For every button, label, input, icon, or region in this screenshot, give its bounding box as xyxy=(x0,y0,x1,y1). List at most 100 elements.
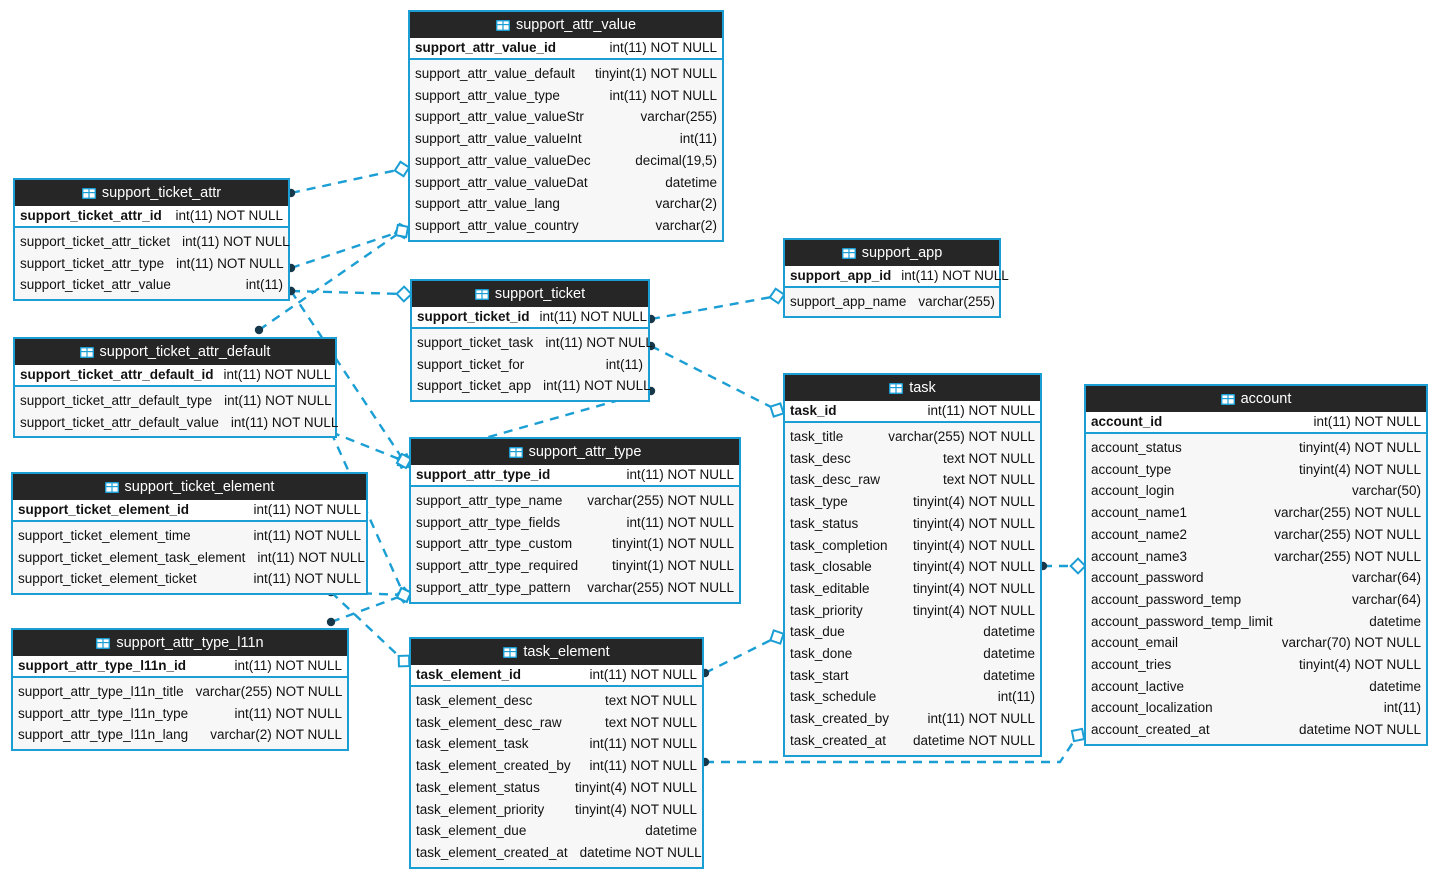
field-name: account_created_at xyxy=(1091,722,1210,738)
table-icon xyxy=(1220,393,1235,405)
table-icon xyxy=(889,382,904,394)
relation-support_ticket_attr-to-support_attr_value xyxy=(286,222,411,273)
field-type: int(11) NOT NULL xyxy=(224,393,332,408)
field-name: support_app_name xyxy=(790,294,907,309)
field-name: task_status xyxy=(790,515,859,531)
field-name: task_element_created_at xyxy=(416,844,568,860)
field-type: tinyint(4) NOT NULL xyxy=(574,801,697,817)
field-type: varchar(255) xyxy=(640,109,717,125)
field-type: int(11) xyxy=(679,131,717,147)
field-type: tinyint(4) NOT NULL xyxy=(912,537,1035,553)
field-name: support_ticket_for xyxy=(417,356,525,372)
